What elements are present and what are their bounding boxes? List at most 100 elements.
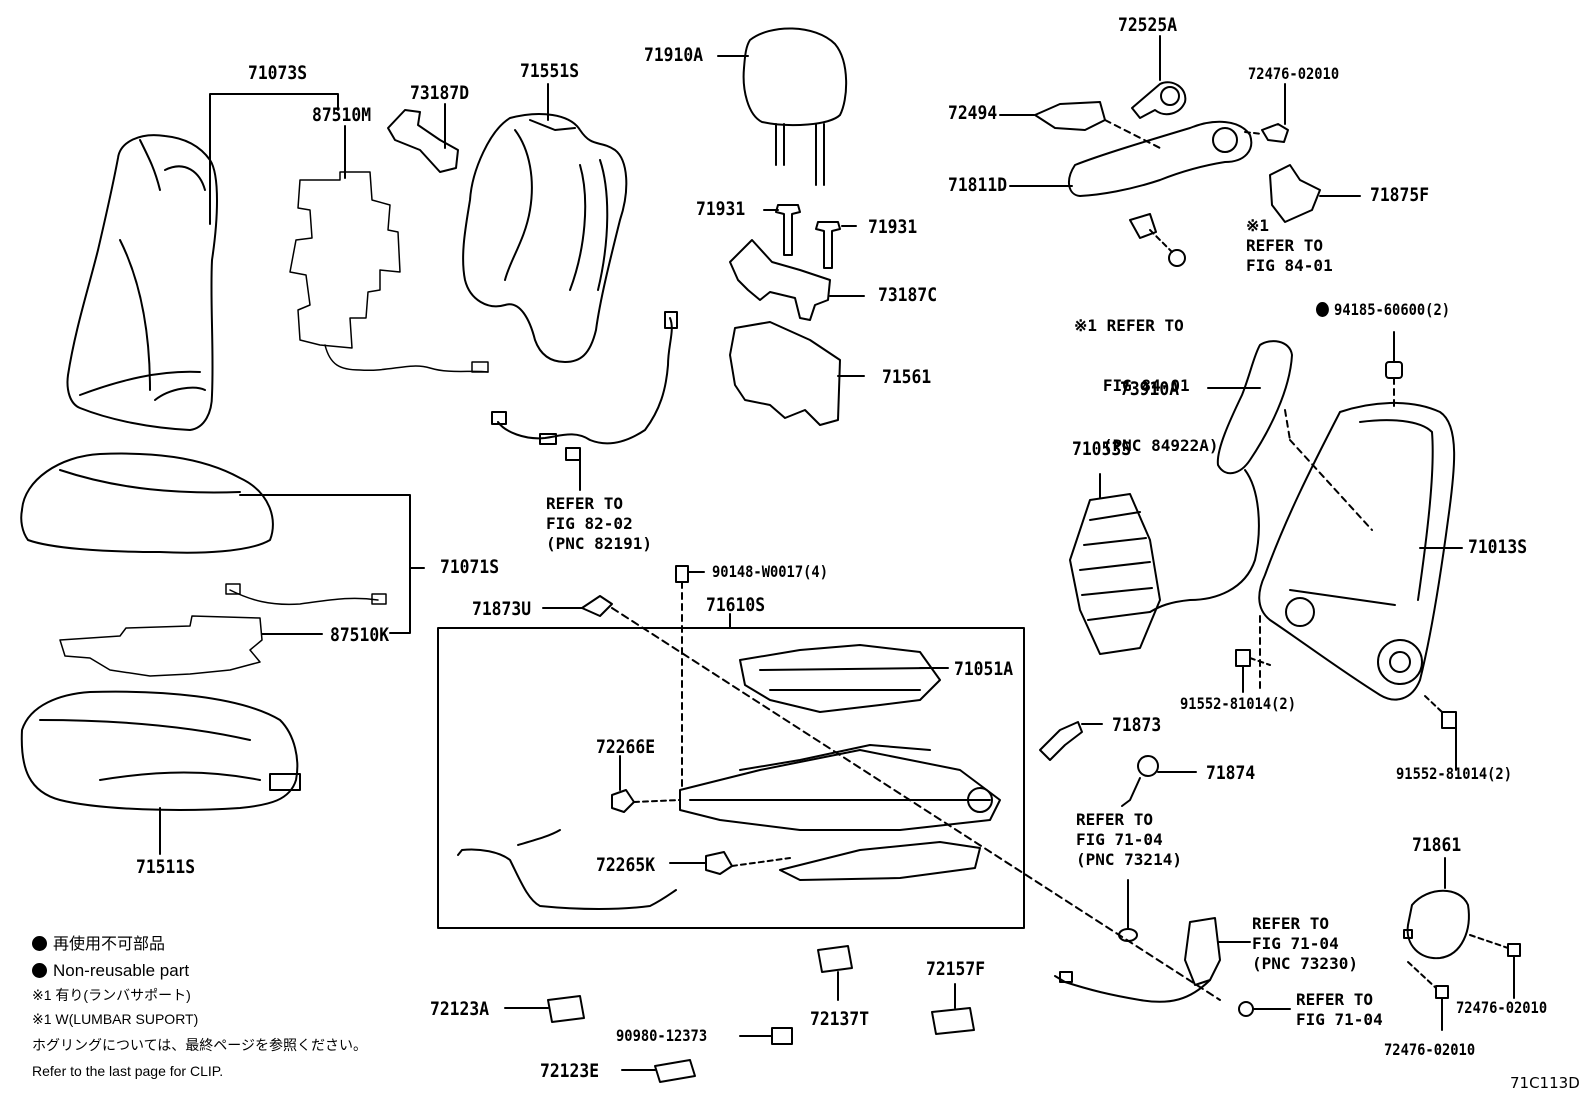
headrest-71910a-drawing (742, 27, 848, 186)
clip-72476-top-drawing (1261, 123, 1289, 143)
part-label-90980[interactable]: 90980-12373 (616, 1026, 708, 1045)
diagram-code: 71C113D (1510, 1074, 1580, 1092)
harness-82191-drawing (497, 317, 673, 445)
seatback-frame-71013s-drawing (1258, 401, 1456, 701)
part-71873u-drawing (581, 595, 613, 617)
part-label-72494[interactable]: 72494 (948, 102, 998, 124)
part-72265k-drawing (705, 851, 733, 875)
belt-buckle-drawing (1054, 917, 1221, 1003)
bracket-73187c-drawing (729, 239, 831, 321)
legend-clip-jp: ホグリングについては、最終ページを参照ください。 (32, 1037, 368, 1053)
clip-90980-drawing (771, 1027, 793, 1045)
refer-note-fig-84-01-right[interactable]: ※1 REFER TO FIG 84-01 (1246, 216, 1333, 275)
part-label-71071s[interactable]: 71071S (440, 556, 500, 578)
part-label-71053s[interactable]: 71053S (1072, 438, 1132, 460)
part-label-72525a[interactable]: 72525A (1118, 14, 1178, 36)
clip-72137t-drawing (817, 945, 853, 973)
legend-clip-en: Refer to the last page for CLIP. (32, 1063, 224, 1079)
lumbar-pad-73910a-drawing (1149, 340, 1293, 613)
cushion-pad-71511s-drawing (20, 690, 301, 811)
switch-84922a-drawing (1129, 213, 1157, 239)
part-label-71873u[interactable]: 71873U (472, 598, 532, 620)
heater-87510m-drawing (289, 171, 489, 373)
part-label-91552-a[interactable]: 91552-81014(2) (1180, 694, 1296, 713)
part-label-72137t[interactable]: 72137T (810, 1008, 870, 1030)
part-label-71875f[interactable]: 71875F (1370, 184, 1430, 206)
part-label-71013s[interactable]: 71013S (1468, 536, 1528, 558)
part-71875f-drawing (1269, 164, 1321, 223)
part-72494-drawing (1034, 101, 1106, 131)
refer-note-fig-71-04-b[interactable]: REFER TO FIG 71-04 (PNC 73230) (1252, 914, 1358, 973)
ring-clip-drawing (1118, 928, 1138, 942)
part-label-71073s[interactable]: 71073S (248, 62, 308, 84)
part-label-71551s[interactable]: 71551S (520, 60, 580, 82)
part-label-71931-left[interactable]: 71931 (696, 198, 746, 220)
part-label-71051a[interactable]: 71051A (954, 658, 1014, 680)
leader-71073s (209, 93, 339, 225)
leader-71071s (239, 494, 411, 634)
part-label-71873[interactable]: 71873 (1112, 714, 1162, 736)
rod-drawing (457, 848, 677, 910)
legend-non-reusable-jp: 再使用不可部品 (32, 936, 165, 953)
part-label-72476-b1[interactable]: 72476-02010 (1456, 998, 1548, 1017)
part-label-72123a[interactable]: 72123A (430, 998, 490, 1020)
bolt-91552-a-drawing (1235, 649, 1251, 667)
frame-71051a-drawing (739, 644, 941, 713)
part-label-72157f[interactable]: 72157F (926, 958, 986, 980)
part-label-73187d[interactable]: 73187D (410, 82, 470, 104)
part-label-72265k[interactable]: 72265K (596, 854, 656, 876)
part-label-87510k[interactable]: 87510K (330, 624, 390, 646)
clip-72476-b2-drawing (1435, 985, 1449, 999)
clip-72123a-drawing (547, 995, 585, 1023)
recliner-knob-72525a-drawing (1131, 81, 1187, 119)
cushion-cover-71071s-drawing (20, 452, 274, 554)
part-label-72266e[interactable]: 72266E (596, 736, 656, 758)
refer-note-fig-84-01-mid[interactable]: ※1 REFER TO FIG 84-01 (PNC 84922A) (1074, 316, 1219, 455)
bolt-91552-b-drawing (1441, 711, 1457, 729)
clip-72123e-drawing (654, 1059, 696, 1083)
nut-94185-drawing (1385, 361, 1403, 379)
part-label-72123e[interactable]: 72123E (540, 1060, 600, 1082)
part-73187d-drawing (387, 109, 459, 173)
clip-72157f-drawing (931, 1007, 975, 1035)
part-label-73187c[interactable]: 73187C (878, 284, 938, 306)
part-label-71561[interactable]: 71561 (882, 366, 932, 388)
bolt-90148-drawing (675, 565, 689, 583)
part-label-71511s[interactable]: 71511S (136, 856, 196, 878)
part-71874-drawing (1121, 755, 1159, 807)
non-reusable-dot-icon (32, 963, 47, 978)
refer-note-fig-71-04-c[interactable]: REFER TO FIG 71-04 (1296, 990, 1383, 1029)
part-71873-drawing (1039, 721, 1083, 761)
part-label-90148[interactable]: 90148-W0017(4) (712, 562, 828, 581)
seatback-cover-drawing (66, 134, 218, 431)
part-label-94185[interactable]: 94185-60600(2) (1316, 302, 1450, 318)
cover-71561-drawing (729, 321, 841, 426)
clip-72476-b1-drawing (1507, 943, 1521, 957)
part-72266e-drawing (611, 789, 635, 813)
cover-71861-drawing (1403, 889, 1470, 960)
part-label-71861[interactable]: 71861 (1412, 834, 1462, 856)
guides-71931-drawing (775, 204, 841, 269)
legend-lumbar-jp: ※1 有り(ランバサポート) (32, 987, 191, 1003)
part-label-73910a[interactable]: 73910A (1120, 378, 1180, 400)
refer-note-fig-71-04-a[interactable]: REFER TO FIG 71-04 (PNC 73214) (1076, 810, 1182, 869)
lumbar-spring-71053s-drawing (1069, 473, 1161, 655)
part-label-87510m[interactable]: 87510M (312, 104, 372, 126)
heater-87510k-drawing (59, 583, 387, 677)
non-reusable-dot-icon (32, 936, 47, 951)
legend-non-reusable-en: Non-reusable part (32, 962, 189, 979)
non-reusable-dot-icon (1316, 302, 1329, 317)
part-label-71931-right[interactable]: 71931 (868, 216, 918, 238)
part-label-91552-b[interactable]: 91552-81014(2) (1396, 764, 1512, 783)
part-label-71874[interactable]: 71874 (1206, 762, 1256, 784)
part-label-71910a[interactable]: 71910A (644, 44, 704, 66)
part-label-72476-b2[interactable]: 72476-02010 (1384, 1040, 1476, 1059)
part-label-71811d[interactable]: 71811D (948, 174, 1008, 196)
backrest-71551s-drawing (462, 113, 628, 363)
part-label-71610s[interactable]: 71610S (706, 594, 766, 616)
part-label-72476-top[interactable]: 72476-02010 (1248, 64, 1340, 83)
clip-buckle-drawing (1238, 1001, 1254, 1017)
refer-note-fig-82-02[interactable]: REFER TO FIG 82-02 (PNC 82191) (546, 494, 652, 553)
